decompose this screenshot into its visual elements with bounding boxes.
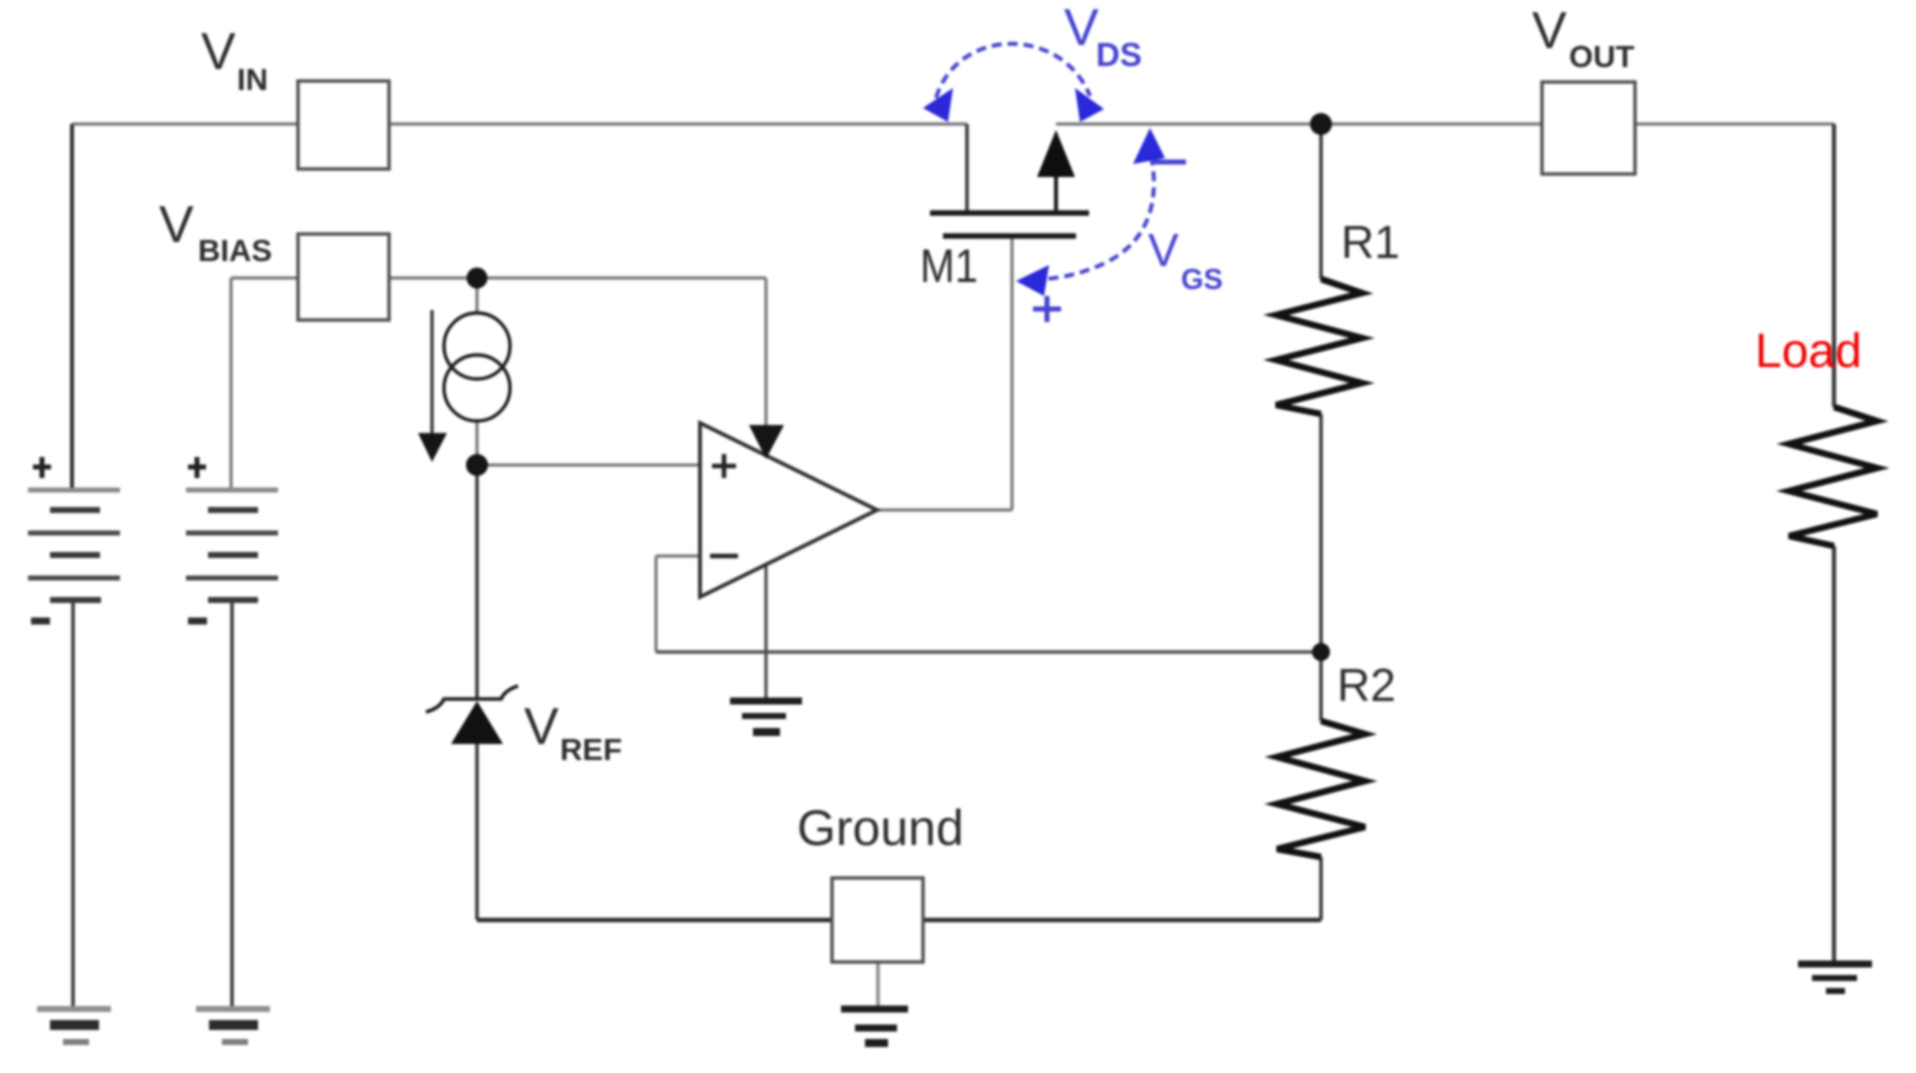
svg-text:V: V xyxy=(1148,224,1179,276)
svg-text:R2: R2 xyxy=(1337,659,1396,711)
svg-text:V: V xyxy=(1064,0,1099,57)
svg-text:V: V xyxy=(1532,2,1567,60)
svg-text:V: V xyxy=(524,698,559,756)
svg-text:V: V xyxy=(201,23,236,81)
svg-text:R1: R1 xyxy=(1341,216,1400,268)
svg-text:IN: IN xyxy=(237,62,268,97)
svg-text:REF: REF xyxy=(560,732,622,767)
svg-text:Load: Load xyxy=(1755,325,1862,378)
svg-text:DS: DS xyxy=(1096,36,1142,73)
svg-text:V: V xyxy=(159,196,194,254)
svg-text:M1: M1 xyxy=(920,239,978,292)
svg-text:GS: GS xyxy=(1181,264,1223,296)
svg-text:OUT: OUT xyxy=(1569,39,1635,74)
svg-text:Ground: Ground xyxy=(797,800,964,856)
svg-text:BIAS: BIAS xyxy=(198,233,272,268)
